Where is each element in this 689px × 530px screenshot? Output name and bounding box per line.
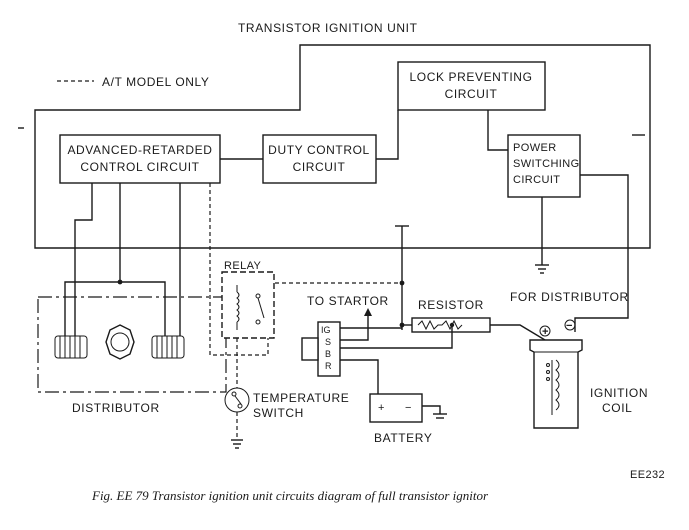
at-wire-main: [209, 183, 269, 356]
temperature-switch-label-1: TEMPERATURE: [253, 391, 349, 405]
ignition-coil-label-1: IGNITION: [590, 386, 648, 400]
figure-caption: Fig. EE 79 Transistor ignition unit circ…: [91, 488, 489, 503]
ignition-coil: [529, 319, 583, 429]
advanced-retarded-label-2: CONTROL CIRCUIT: [80, 160, 199, 174]
power-switching-label-1: POWER: [513, 142, 557, 154]
power-switching-label-2: SWITCHING: [513, 158, 580, 170]
advanced-retarded-label-1: ADVANCED-RETARDED: [67, 143, 212, 157]
junction-pickup: [117, 279, 123, 285]
switch-terminal-ig: IG: [321, 325, 331, 335]
wire-battery-ground: [422, 405, 441, 414]
resistor: [411, 317, 491, 333]
battery-plus-label: +: [378, 402, 385, 414]
junction-bus-relay: [399, 280, 405, 286]
battery-label: BATTERY: [374, 431, 432, 445]
switch-terminal-r: R: [325, 361, 332, 371]
unit-title: TRANSISTOR IGNITION UNIT: [238, 21, 418, 35]
unit-outline: [34, 44, 651, 249]
wire-duty-lock: [376, 110, 399, 160]
ground-symbol-power: [535, 197, 549, 274]
ignition-coil-label-2: COIL: [602, 401, 632, 415]
figure-code: EE232: [630, 469, 665, 481]
wire-power-to-coil-minus: [574, 174, 629, 332]
wire-lock-power: [487, 110, 508, 151]
arrow-to-startor: [364, 308, 372, 316]
wire-to-startor: [340, 313, 369, 341]
switch-terminal-b: B: [325, 349, 331, 359]
for-distributor-label: FOR DISTRIBUTOR: [510, 290, 629, 304]
coil-plus-label: +: [542, 326, 548, 338]
power-switching-label-3: CIRCUIT: [513, 174, 560, 186]
duty-control-block: DUTY CONTROL CIRCUIT: [262, 134, 377, 184]
wire-b-to-battery: [340, 359, 379, 395]
duty-control-label-1: DUTY CONTROL: [268, 143, 370, 157]
battery: + −: [369, 393, 423, 423]
coil-minus-label: −: [566, 320, 572, 332]
temperature-switch-label-2: SWITCH: [253, 406, 304, 420]
wire-pickup-common: [64, 281, 166, 336]
distributor-outline: [37, 296, 227, 393]
switch-terminal-s: S: [325, 337, 331, 347]
distributor-label: DISTRIBUTOR: [72, 401, 160, 415]
temperature-switch: [224, 338, 250, 449]
pickup-coil-right: [151, 335, 185, 359]
ignition-switch: IG S B R: [301, 321, 341, 377]
battery-minus-label: −: [405, 402, 412, 414]
wire-resistor-to-coil: [490, 324, 546, 341]
advanced-retarded-block: ADVANCED-RETARDED CONTROL CIRCUIT: [59, 134, 221, 184]
pickup-coil-left: [54, 335, 88, 359]
lock-preventing-label-2: CIRCUIT: [445, 87, 498, 101]
reluctor-icon: [105, 324, 135, 360]
duty-control-label-2: CIRCUIT: [293, 160, 346, 174]
wire-resistor-tap: [340, 325, 453, 349]
lock-preventing-label-1: LOCK PREVENTING: [409, 70, 532, 84]
power-switching-block: POWER SWITCHING CIRCUIT: [507, 134, 581, 198]
lock-preventing-block: LOCK PREVENTING CIRCUIT: [397, 61, 546, 111]
relay: RELAY: [221, 260, 275, 339]
legend-label: A/T MODEL ONLY: [102, 75, 210, 89]
resistor-label: RESISTOR: [418, 298, 484, 312]
wire-adv-pickup-left-a: [74, 183, 93, 336]
to-startor-label: TO STARTOR: [307, 294, 389, 308]
relay-label: RELAY: [224, 260, 262, 272]
